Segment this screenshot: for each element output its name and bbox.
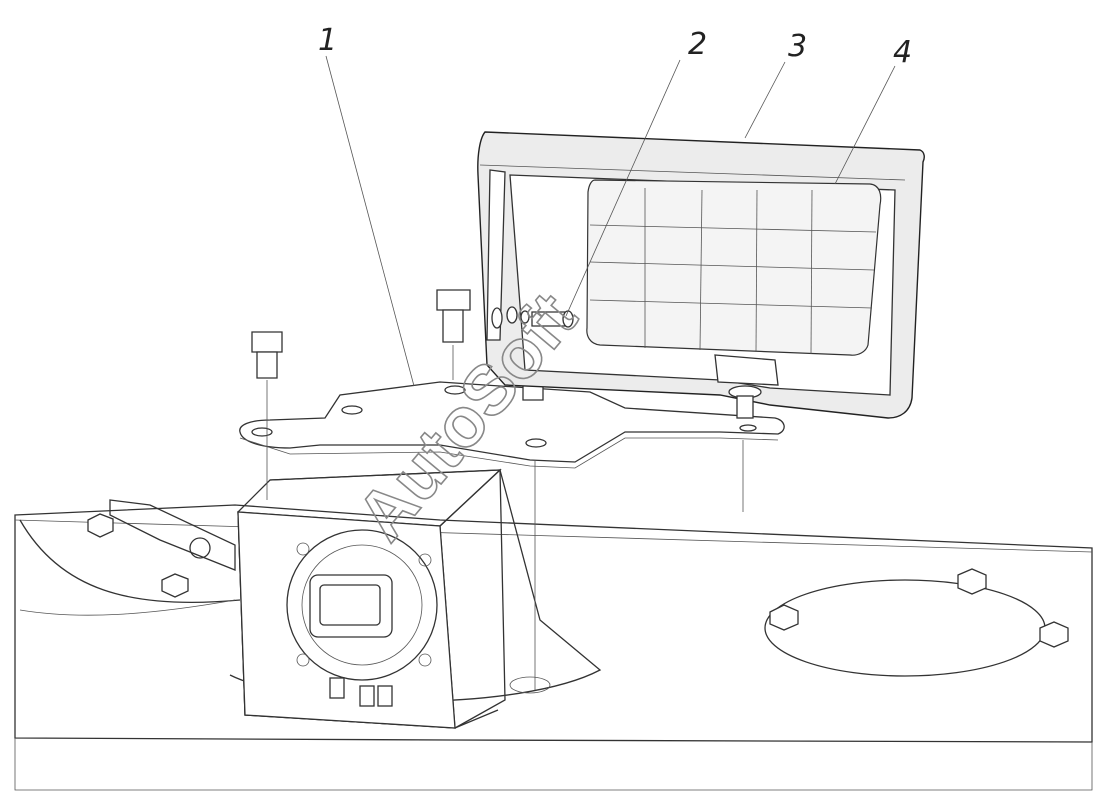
gearbox-housing	[229, 468, 602, 729]
callout-4: 4	[893, 35, 912, 70]
lamp-bolt-washer	[491, 306, 574, 329]
callout-3: 3	[788, 29, 807, 64]
callout-2: 2	[688, 27, 707, 62]
callout-1: 1	[318, 23, 337, 58]
lamp-mount-swivel	[714, 354, 779, 419]
lamp-lens-grid	[586, 179, 882, 356]
mounting-bracket	[239, 381, 785, 469]
deck-bolt	[87, 513, 1069, 648]
leader-lines	[325, 55, 896, 387]
mower-deck	[14, 499, 1093, 791]
